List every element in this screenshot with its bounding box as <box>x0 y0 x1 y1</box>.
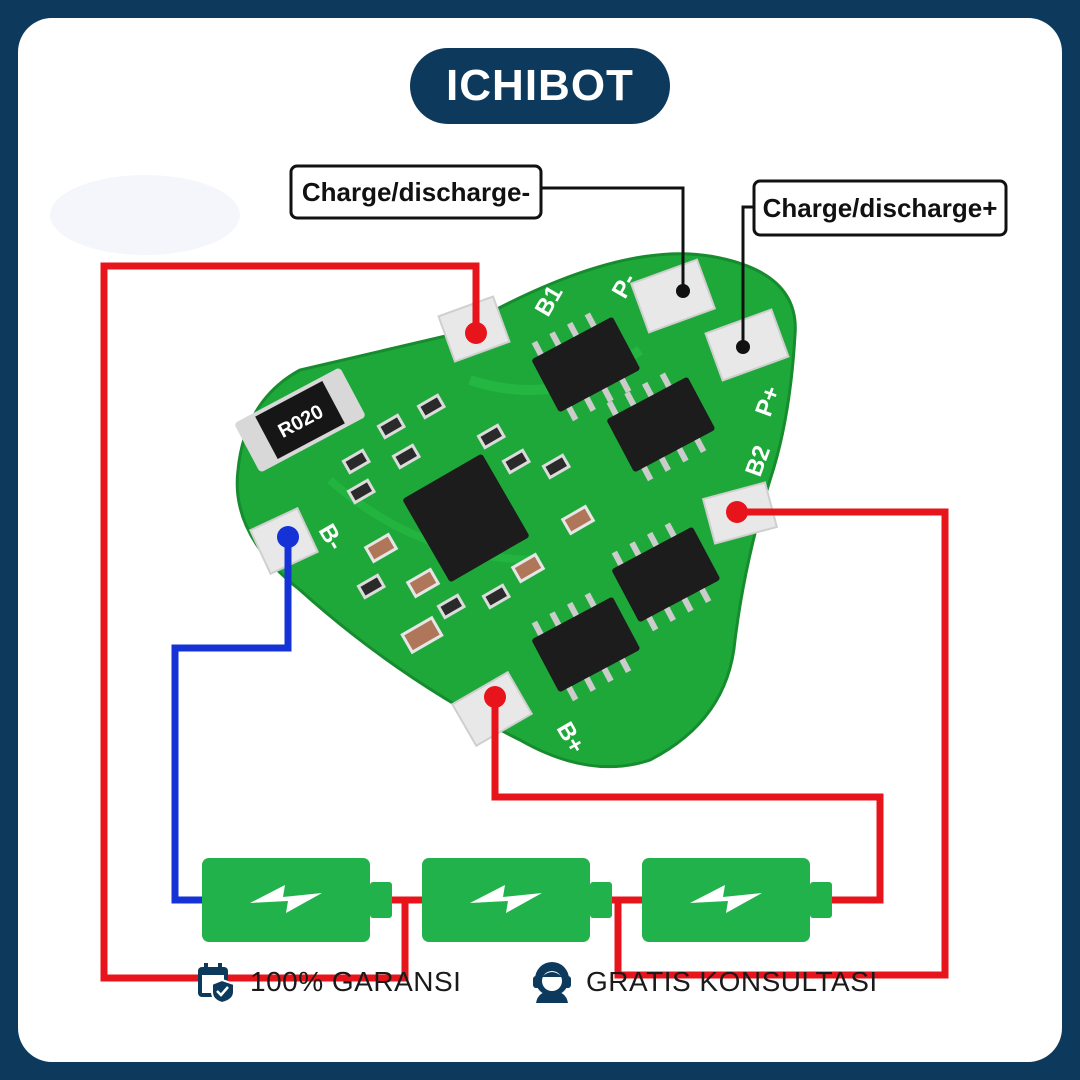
consult-badge: GRATIS KONSULTASI <box>528 960 878 1004</box>
wire-b-plus <box>491 697 884 904</box>
headset-agent-icon <box>533 962 571 1003</box>
lightning-icon <box>690 885 762 913</box>
battery-pack <box>202 858 832 942</box>
mosfet-chip <box>531 592 640 702</box>
callout-negative-text: Charge/discharge- <box>302 177 530 207</box>
wires <box>100 262 949 982</box>
smd-components <box>341 393 572 620</box>
battery-cell <box>422 858 612 942</box>
solder-pads <box>248 258 790 748</box>
warranty-badge: 100% GARANSI <box>194 960 461 1004</box>
brand-badge: ICHIBOT <box>410 48 670 124</box>
pad-p-minus <box>629 258 717 334</box>
lightning-icon <box>470 885 542 913</box>
wire-b1 <box>100 262 480 982</box>
callout-positive: Charge/discharge+ <box>741 179 1008 347</box>
terminal-dots <box>277 284 750 708</box>
mosfet-chip <box>531 312 640 422</box>
control-ic <box>403 454 529 582</box>
pcb-board: R020 <box>235 252 797 769</box>
mosfet-chip <box>606 372 715 482</box>
calendar-shield-icon <box>198 963 235 1004</box>
capacitors <box>363 504 596 655</box>
lightning-icon <box>250 885 322 913</box>
product-card: R020 <box>18 18 1062 1062</box>
dot-b2 <box>726 501 748 523</box>
shunt-resistor: R020 <box>235 368 365 472</box>
dot-b-minus <box>277 526 299 548</box>
callout-positive-text: Charge/discharge+ <box>763 193 998 223</box>
callout-negative: Charge/discharge- <box>289 164 685 291</box>
warranty-text: 100% GARANSI <box>250 966 462 997</box>
battery-cell <box>642 858 832 942</box>
wire-b-minus <box>171 537 292 904</box>
dot-b-plus <box>484 686 506 708</box>
consult-text: GRATIS KONSULTASI <box>586 966 878 997</box>
mosfet-chip <box>611 522 720 632</box>
bms-wiring-diagram: R020 <box>50 164 1008 982</box>
wire-b2 <box>614 508 949 979</box>
watermark-blob <box>50 175 240 255</box>
dot-b1 <box>465 322 487 344</box>
battery-cell <box>202 858 392 942</box>
